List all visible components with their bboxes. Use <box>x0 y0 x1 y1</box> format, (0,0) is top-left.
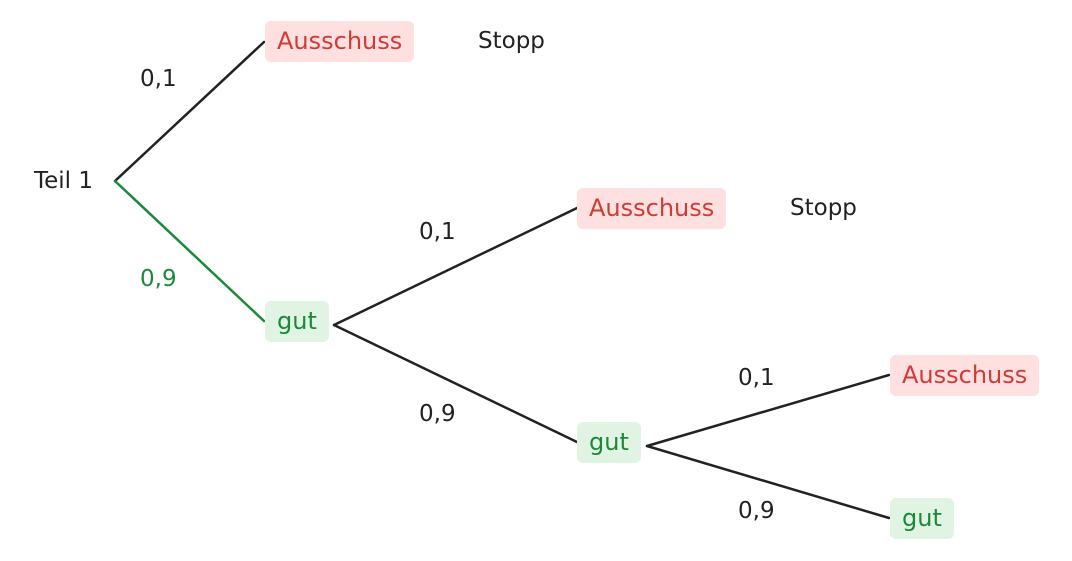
prob-label-stage1-good: 0,9 <box>140 266 177 292</box>
node-gut-stage3: gut <box>890 498 954 539</box>
node-ausschuss-stage3: Ausschuss <box>890 355 1040 396</box>
edge-root-to-ausschuss <box>113 40 266 183</box>
prob-label-stage1-bad: 0,1 <box>140 66 177 92</box>
root-label: Teil 1 <box>34 168 94 194</box>
node-gut-stage2: gut <box>577 422 641 463</box>
node-ausschuss-stage1: Ausschuss <box>265 21 415 62</box>
edge-gut1-to-gut <box>332 323 579 444</box>
edge-root-to-gut <box>113 179 266 323</box>
edge-gut2-to-gut <box>645 444 891 520</box>
prob-label-stage2-good: 0,9 <box>419 401 456 427</box>
prob-label-stage3-bad: 0,1 <box>738 365 775 391</box>
node-gut-stage1: gut <box>265 301 329 342</box>
edge-gut1-to-ausschuss <box>332 206 579 327</box>
stopp-label-stage1: Stopp <box>478 28 545 54</box>
prob-label-stage3-good: 0,9 <box>738 498 775 524</box>
node-ausschuss-stage2: Ausschuss <box>577 188 727 229</box>
prob-label-stage2-bad: 0,1 <box>419 219 456 245</box>
stopp-label-stage2: Stopp <box>790 195 857 221</box>
edge-gut2-to-ausschuss <box>645 373 891 448</box>
